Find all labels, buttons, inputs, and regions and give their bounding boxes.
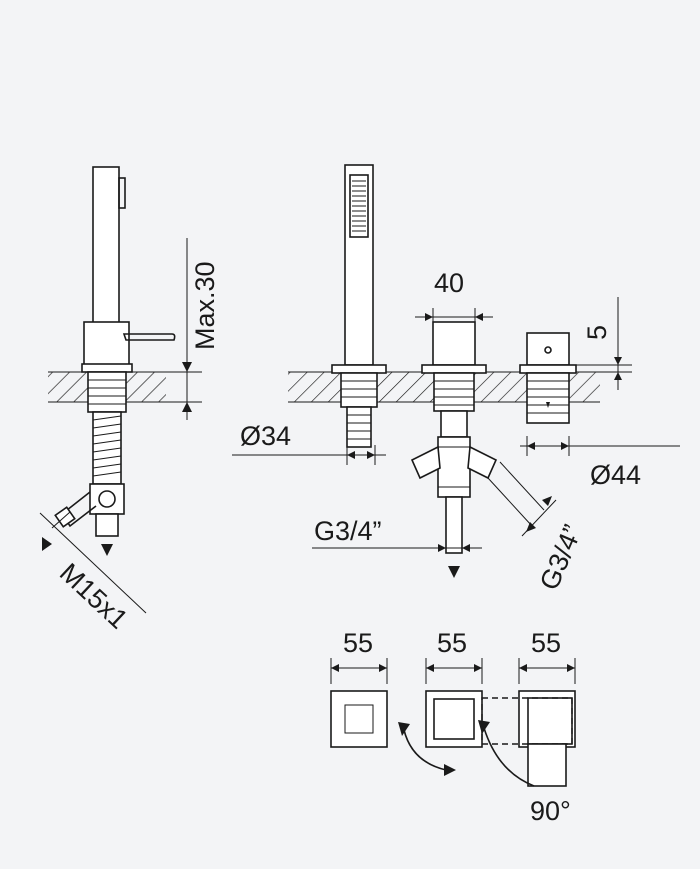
rotation-arrow-diverter <box>483 727 535 787</box>
top-view: 55 55 55 <box>330 628 576 826</box>
mixer-handle <box>432 321 476 366</box>
side-view-set <box>288 164 600 554</box>
w55-dimension-b: 55 <box>425 628 483 684</box>
angle90-label: 90° <box>530 796 571 826</box>
h5-label: 5 <box>582 325 612 340</box>
mixer-body <box>437 436 471 498</box>
w55-label-b: 55 <box>437 628 467 658</box>
g34-inlet-label: G3/4” <box>534 520 588 594</box>
shower-nozzle-grid <box>352 180 366 232</box>
w55-dimension-a: 55 <box>330 628 388 684</box>
lever-housing <box>83 321 130 366</box>
w55-label-a: 55 <box>343 628 373 658</box>
mixer-top <box>425 690 483 748</box>
g34-outlet-dimension: G3/4” <box>312 516 482 578</box>
d44-dimension: Ø44 <box>520 436 680 490</box>
d34-label: Ø34 <box>240 421 291 451</box>
shower-top <box>330 690 388 748</box>
d44-label: Ø44 <box>590 460 641 490</box>
w55-dimension-c: 55 <box>518 628 576 684</box>
w55-label-c: 55 <box>531 628 561 658</box>
w40-label: 40 <box>434 268 464 298</box>
g34-inlet-dimension: G3/4” <box>521 496 588 594</box>
m15x1-label: M15x1 <box>54 557 134 634</box>
w40-dimension: 40 <box>415 268 493 324</box>
m15x1-dimension: M15x1 <box>39 511 147 635</box>
lever-handle <box>122 333 176 341</box>
rotated-handle-outline <box>481 697 573 745</box>
side-view-spout <box>42 166 176 556</box>
diverter-handle <box>526 332 570 366</box>
g34-outlet-label: G3/4” <box>314 516 382 546</box>
max30-dimension: Max.30 <box>166 238 220 420</box>
h5-dimension: 5 <box>569 297 632 390</box>
flexible-hose <box>92 411 122 485</box>
max30-label: Max.30 <box>190 261 220 350</box>
rotation-arrow-mixer <box>403 729 447 771</box>
d34-dimension: Ø34 <box>232 421 386 465</box>
